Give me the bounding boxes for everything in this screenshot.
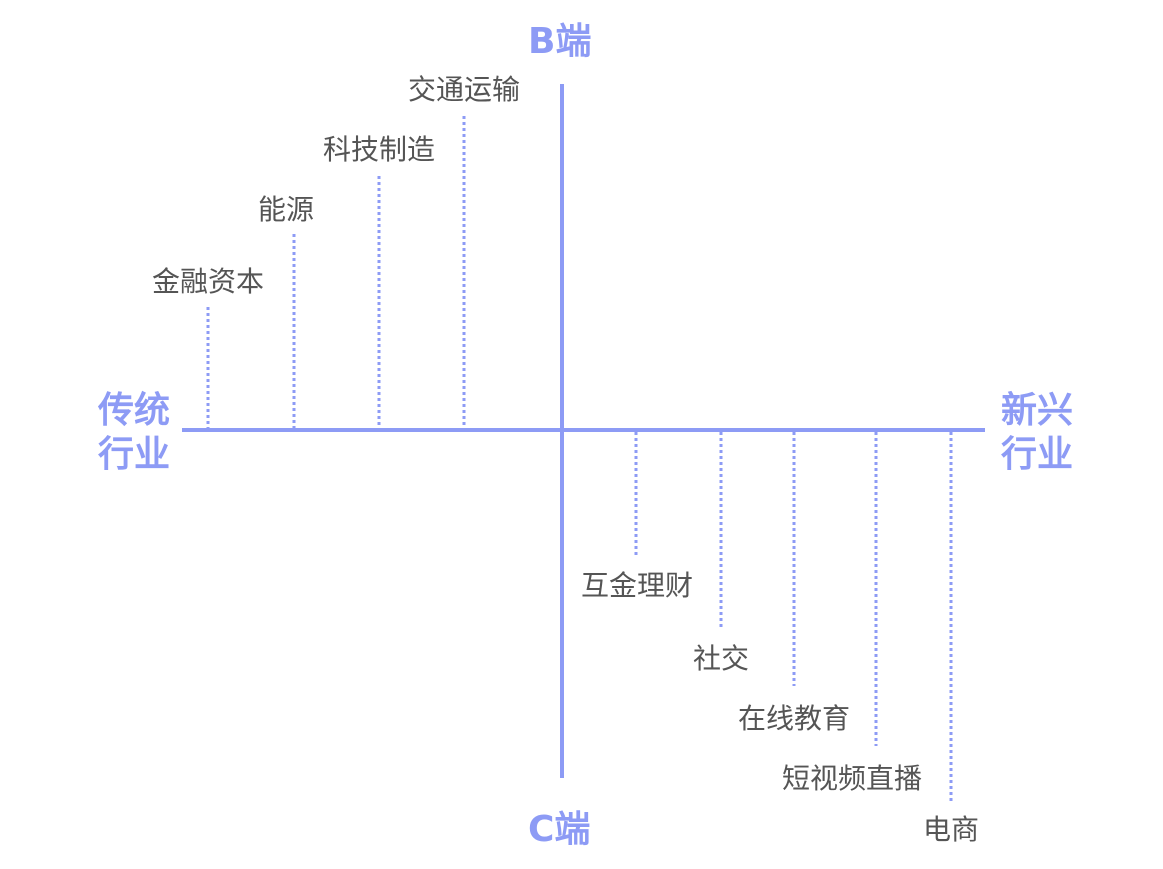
axis-label-top: B端 — [528, 21, 592, 62]
traditional-industry-label: 科技制造 — [322, 133, 436, 166]
axis-label-bottom: C端 — [528, 809, 591, 850]
emerging-industry-label: 电商 — [922, 813, 980, 846]
traditional-industry-label: 金融资本 — [151, 265, 265, 298]
emerging-industry-label: 互金理财 — [580, 569, 694, 602]
emerging-leader-lines — [634, 432, 953, 802]
axis-label-right: 新兴行业 — [1000, 390, 1073, 475]
traditional-industry-label: 能源 — [257, 193, 315, 226]
axis-label-left: 传统行业 — [97, 390, 170, 475]
emerging-industry-label: 社交 — [692, 642, 750, 675]
traditional-industry-label: 交通运输 — [407, 73, 521, 106]
traditional-leader-lines — [206, 116, 466, 428]
emerging-industry-label: 短视频直播 — [781, 762, 923, 795]
emerging-industry-label: 在线教育 — [737, 702, 851, 735]
